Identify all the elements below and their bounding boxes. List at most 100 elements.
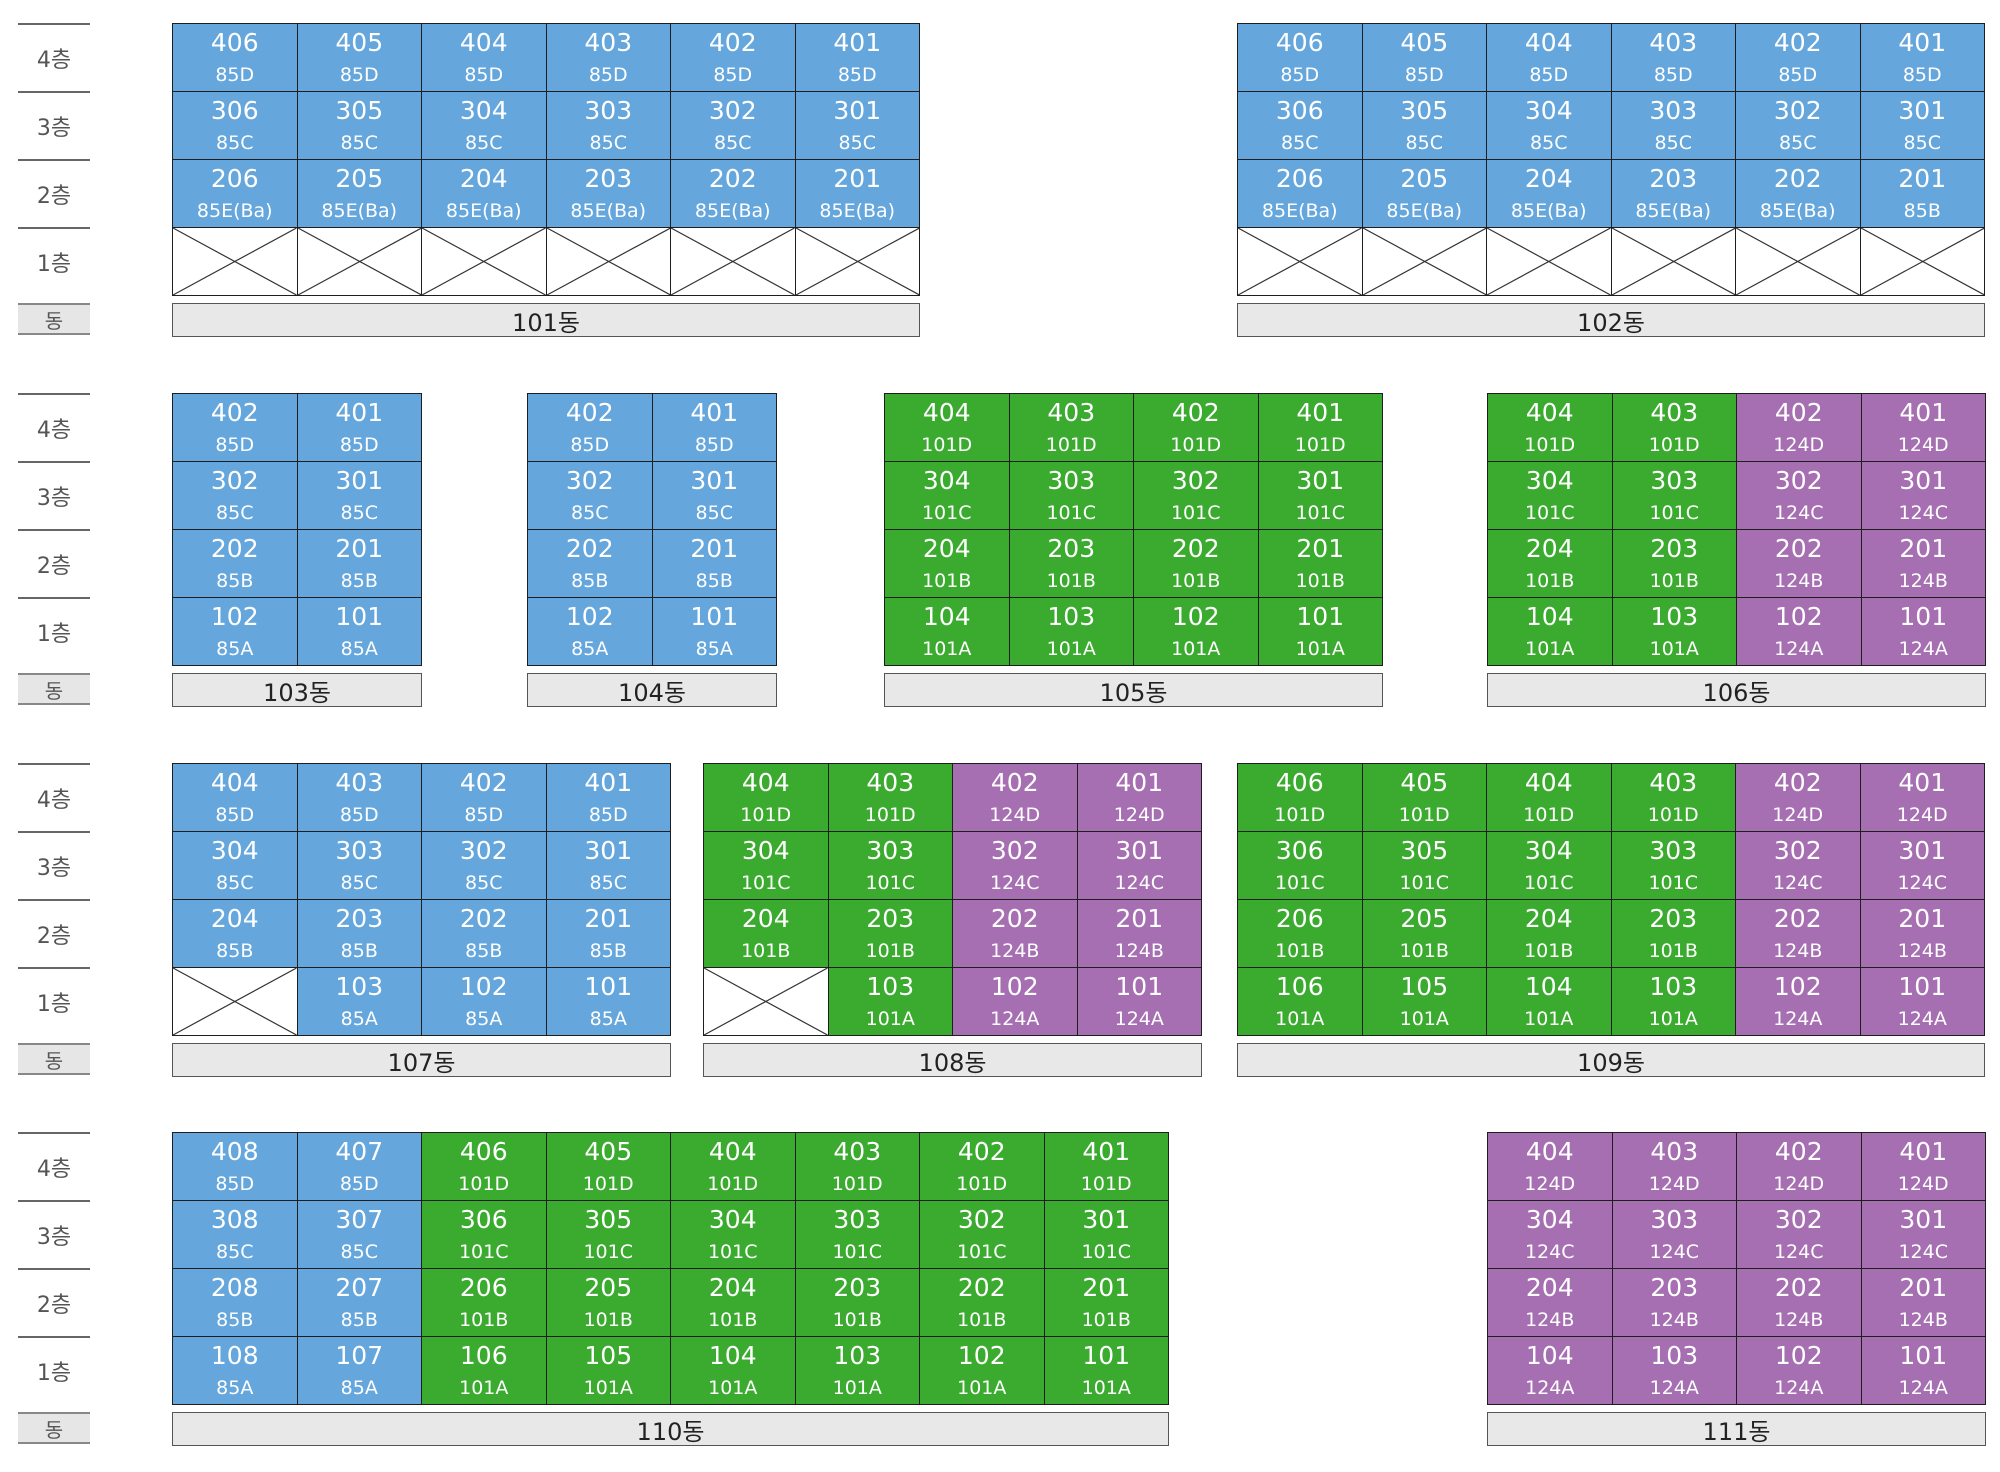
unit-type: 101D bbox=[1398, 804, 1450, 826]
unit-number: 101 bbox=[584, 972, 633, 1001]
unit-type: 85C bbox=[216, 132, 254, 154]
unit-type: 101D bbox=[707, 1173, 759, 1195]
unit-type: 101B bbox=[1275, 940, 1325, 962]
unit-number: 202 bbox=[565, 534, 614, 563]
unit-type: 85A bbox=[695, 638, 733, 660]
unit-number: 401 bbox=[1115, 768, 1164, 797]
unit-type: 85D bbox=[339, 434, 379, 456]
unit-number: 301 bbox=[584, 836, 633, 865]
unit-type: 101C bbox=[1524, 502, 1575, 524]
unit-type: 101B bbox=[1399, 940, 1449, 962]
unit-cell: 405 101D bbox=[1361, 763, 1487, 832]
unit-type: 124B bbox=[1525, 1309, 1575, 1331]
unit-number: 102 bbox=[459, 972, 508, 1001]
unit-number: 402 bbox=[210, 398, 259, 427]
unit-type: 101D bbox=[1170, 434, 1222, 456]
unit-type: 85D bbox=[339, 1173, 379, 1195]
unit-number: 201 bbox=[690, 534, 739, 563]
unit-number: 203 bbox=[1649, 164, 1698, 193]
unit-type: 101C bbox=[865, 872, 916, 894]
unit-number: 207 bbox=[335, 1273, 384, 1302]
unit-number: 204 bbox=[1524, 904, 1573, 933]
unit-number: 307 bbox=[335, 1205, 384, 1234]
unit-type: 101C bbox=[1274, 872, 1325, 894]
unit-number: 201 bbox=[833, 164, 882, 193]
unit-type: 124D bbox=[1773, 434, 1825, 456]
unit-number: 201 bbox=[1898, 904, 1947, 933]
unit-number: 302 bbox=[1773, 96, 1822, 125]
floor-label: 4층 bbox=[18, 23, 90, 91]
floor-label: 2층 bbox=[18, 1268, 90, 1336]
unit-type: 101A bbox=[1171, 638, 1221, 660]
unit-number: 103 bbox=[1650, 602, 1699, 631]
unit-type: 124C bbox=[1114, 872, 1165, 894]
unit-number: 203 bbox=[1650, 1273, 1699, 1302]
unit-number: 305 bbox=[584, 1205, 633, 1234]
unit-type: 85C bbox=[589, 132, 627, 154]
unit-number: 101 bbox=[1082, 1341, 1131, 1370]
unit-type: 85B bbox=[340, 570, 378, 592]
unit-number: 401 bbox=[1898, 28, 1947, 57]
unit-type: 124D bbox=[1773, 1173, 1825, 1195]
floor-label: 2층 bbox=[18, 529, 90, 597]
unit-cell: 101 101A bbox=[1043, 1336, 1169, 1405]
building-name-bar: 102동 bbox=[1237, 303, 1985, 337]
unit-type: 85D bbox=[215, 64, 255, 86]
unit-type: 85D bbox=[1404, 64, 1444, 86]
unit-number: 404 bbox=[1525, 398, 1574, 427]
unit-type: 101B bbox=[583, 1309, 633, 1331]
unit-number: 308 bbox=[210, 1205, 259, 1234]
unit-number: 306 bbox=[210, 96, 259, 125]
floor-label: 1층 bbox=[18, 1336, 90, 1404]
unit-type: 124D bbox=[1897, 1173, 1949, 1195]
unit-type: 124C bbox=[1773, 502, 1824, 524]
unit-number: 102 bbox=[565, 602, 614, 631]
unit-type: 101C bbox=[1046, 502, 1097, 524]
unit-number: 401 bbox=[1899, 398, 1948, 427]
unit-type: 85E(Ba) bbox=[321, 200, 398, 222]
unit-type: 85B bbox=[340, 1309, 378, 1331]
unit-type: 101A bbox=[459, 1377, 509, 1399]
empty-unit bbox=[794, 227, 920, 296]
unit-number: 201 bbox=[1082, 1273, 1131, 1302]
unit-type: 85A bbox=[571, 638, 609, 660]
unit-number: 405 bbox=[1400, 768, 1449, 797]
unit-number: 203 bbox=[1047, 534, 1096, 563]
unit-number: 403 bbox=[1649, 28, 1698, 57]
unit-number: 303 bbox=[1047, 466, 1096, 495]
building-name-bar: 101동 bbox=[172, 303, 920, 337]
empty-unit bbox=[1486, 227, 1612, 296]
unit-type: 85C bbox=[340, 502, 378, 524]
unit-type: 101A bbox=[1081, 1377, 1131, 1399]
unit-number: 304 bbox=[741, 836, 790, 865]
